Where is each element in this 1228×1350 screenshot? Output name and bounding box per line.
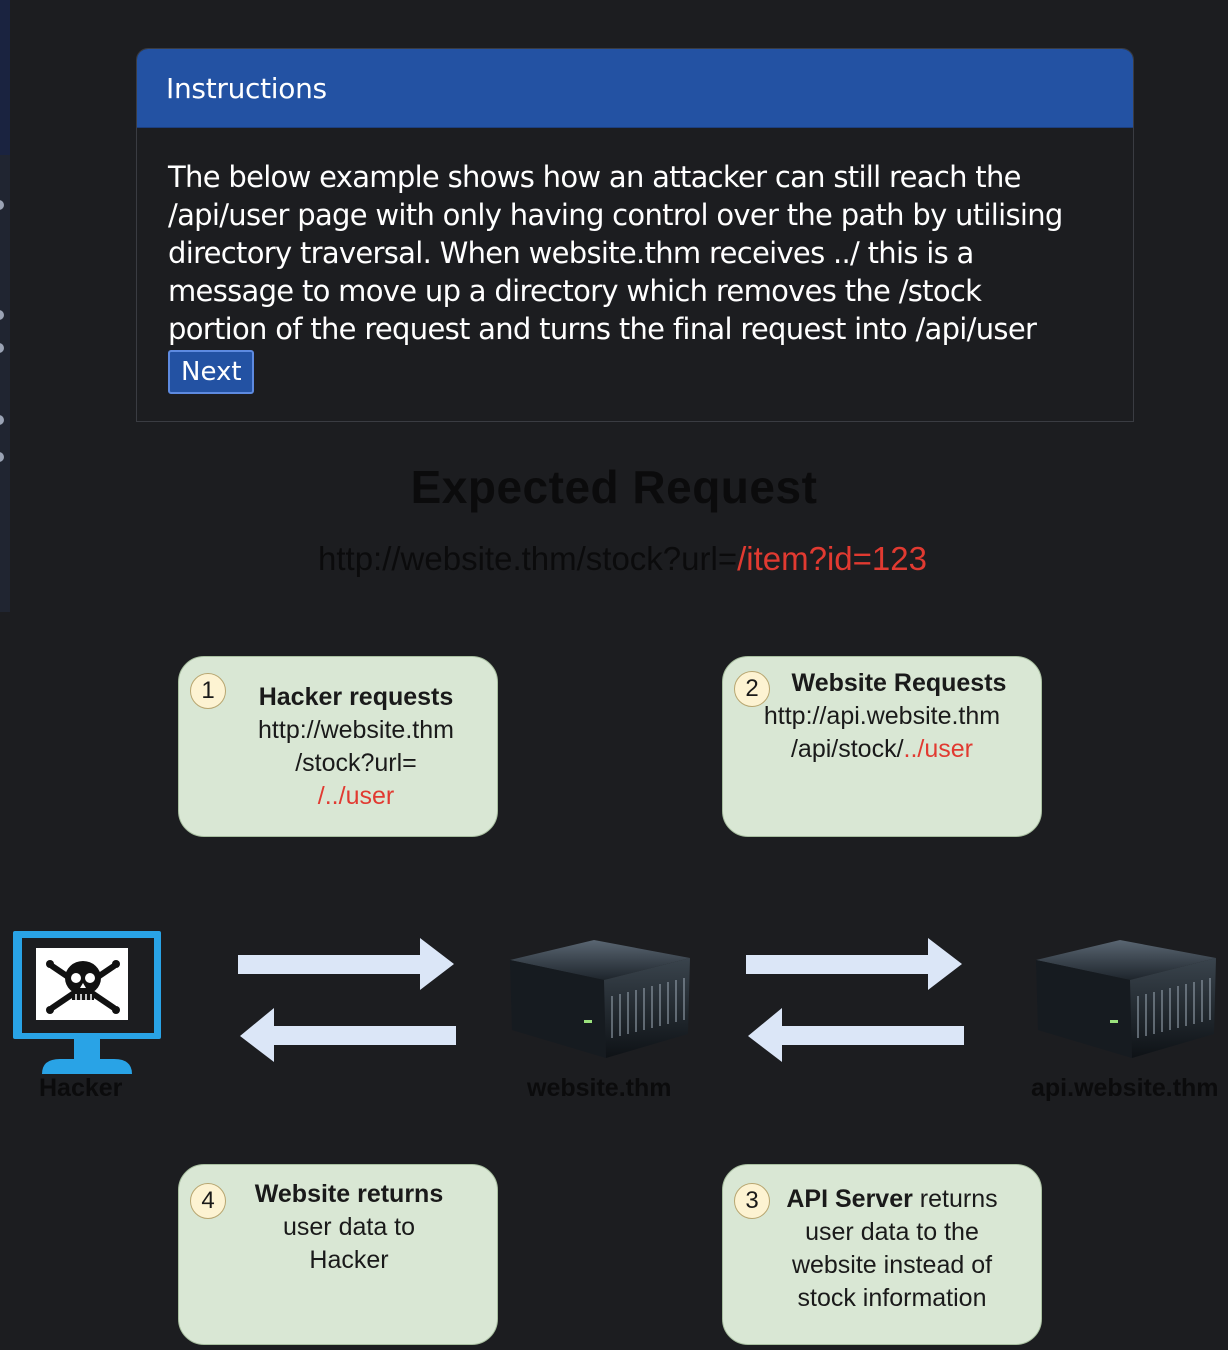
sidebar-edge-band [0,0,10,155]
step-2-title: Website Requests [791,669,1007,697]
step-number-3: 3 [734,1183,770,1219]
sidebar-dot-icon[interactable] [0,200,4,210]
arrow-left-icon [748,1008,964,1062]
sidebar-dot-icon[interactable] [0,343,4,353]
hacker-monitor-icon [13,931,161,1074]
sidebar-dot-icon[interactable] [0,415,4,425]
step-number-2: 2 [734,671,770,707]
step-4-line: Hacker [309,1246,389,1274]
expected-url-prefix: http://website.thm/stock?url= [318,540,738,577]
instructions-body: The below example shows how an attacker … [137,128,1133,394]
step-box-3: 3 API Server returns user data to the we… [722,1164,1042,1345]
node-label-hacker: Hacker [39,1074,123,1102]
diagram-title: Expected Request [410,461,818,513]
step-4-title: Website returns [254,1180,444,1208]
step-2-path: /api/stock/../user [790,735,974,763]
step-box-2: 2 Website Requests http://api.website.th… [722,656,1042,837]
arrow-left-icon [240,1008,456,1062]
instructions-line: /api/user page with only having control … [168,198,1063,232]
expected-url-highlight: /item?id=123 [737,540,927,577]
step-3-line: user data to the [805,1218,979,1246]
step-1-line: http://website.thm [258,716,454,744]
step-4-line: user data to [282,1213,416,1241]
instructions-panel: Instructions The below example shows how… [136,48,1134,422]
arrow-right-icon [238,938,454,990]
instructions-line: portion of the request and turns the fin… [168,312,1037,346]
next-button[interactable]: Next [168,350,254,394]
step-2-line: http://api.website.thm [763,702,1001,730]
instructions-line: directory traversal. When website.thm re… [168,236,974,270]
instructions-header: Instructions [137,49,1133,128]
arrow-right-icon [746,938,962,990]
node-label-api: api.website.thm [1031,1074,1219,1102]
expected-url: http://website.thm/stock?url=/item?id=12… [318,540,927,578]
step-1-highlight: /../user [317,782,395,810]
instructions-line: message to move up a directory which rem… [168,274,982,308]
instructions-text: The below example shows how an attacker … [168,158,1103,348]
skull-icon [46,960,120,1014]
step-box-1: 1 Hacker requests http://website.thm /st… [178,656,498,837]
step-3-line: stock information [797,1284,987,1312]
instructions-line: The below example shows how an attacker … [168,160,1021,194]
step-number-4: 4 [190,1183,226,1219]
server-icon [510,940,690,1058]
step-3-title: API Server returns [786,1185,998,1213]
sidebar-edge [0,0,10,612]
sidebar-dot-icon[interactable] [0,452,4,462]
step-number-1: 1 [190,673,226,709]
step-box-4: 4 Website returns user data to Hacker [178,1164,498,1345]
server-icon [1036,940,1216,1058]
node-label-website: website.thm [527,1074,672,1102]
step-3-line: website instead of [791,1251,993,1279]
sidebar-dot-icon[interactable] [0,310,4,320]
step-1-line: /stock?url= [295,749,417,777]
instructions-title: Instructions [166,71,327,105]
step-1-title: Hacker requests [258,683,454,711]
